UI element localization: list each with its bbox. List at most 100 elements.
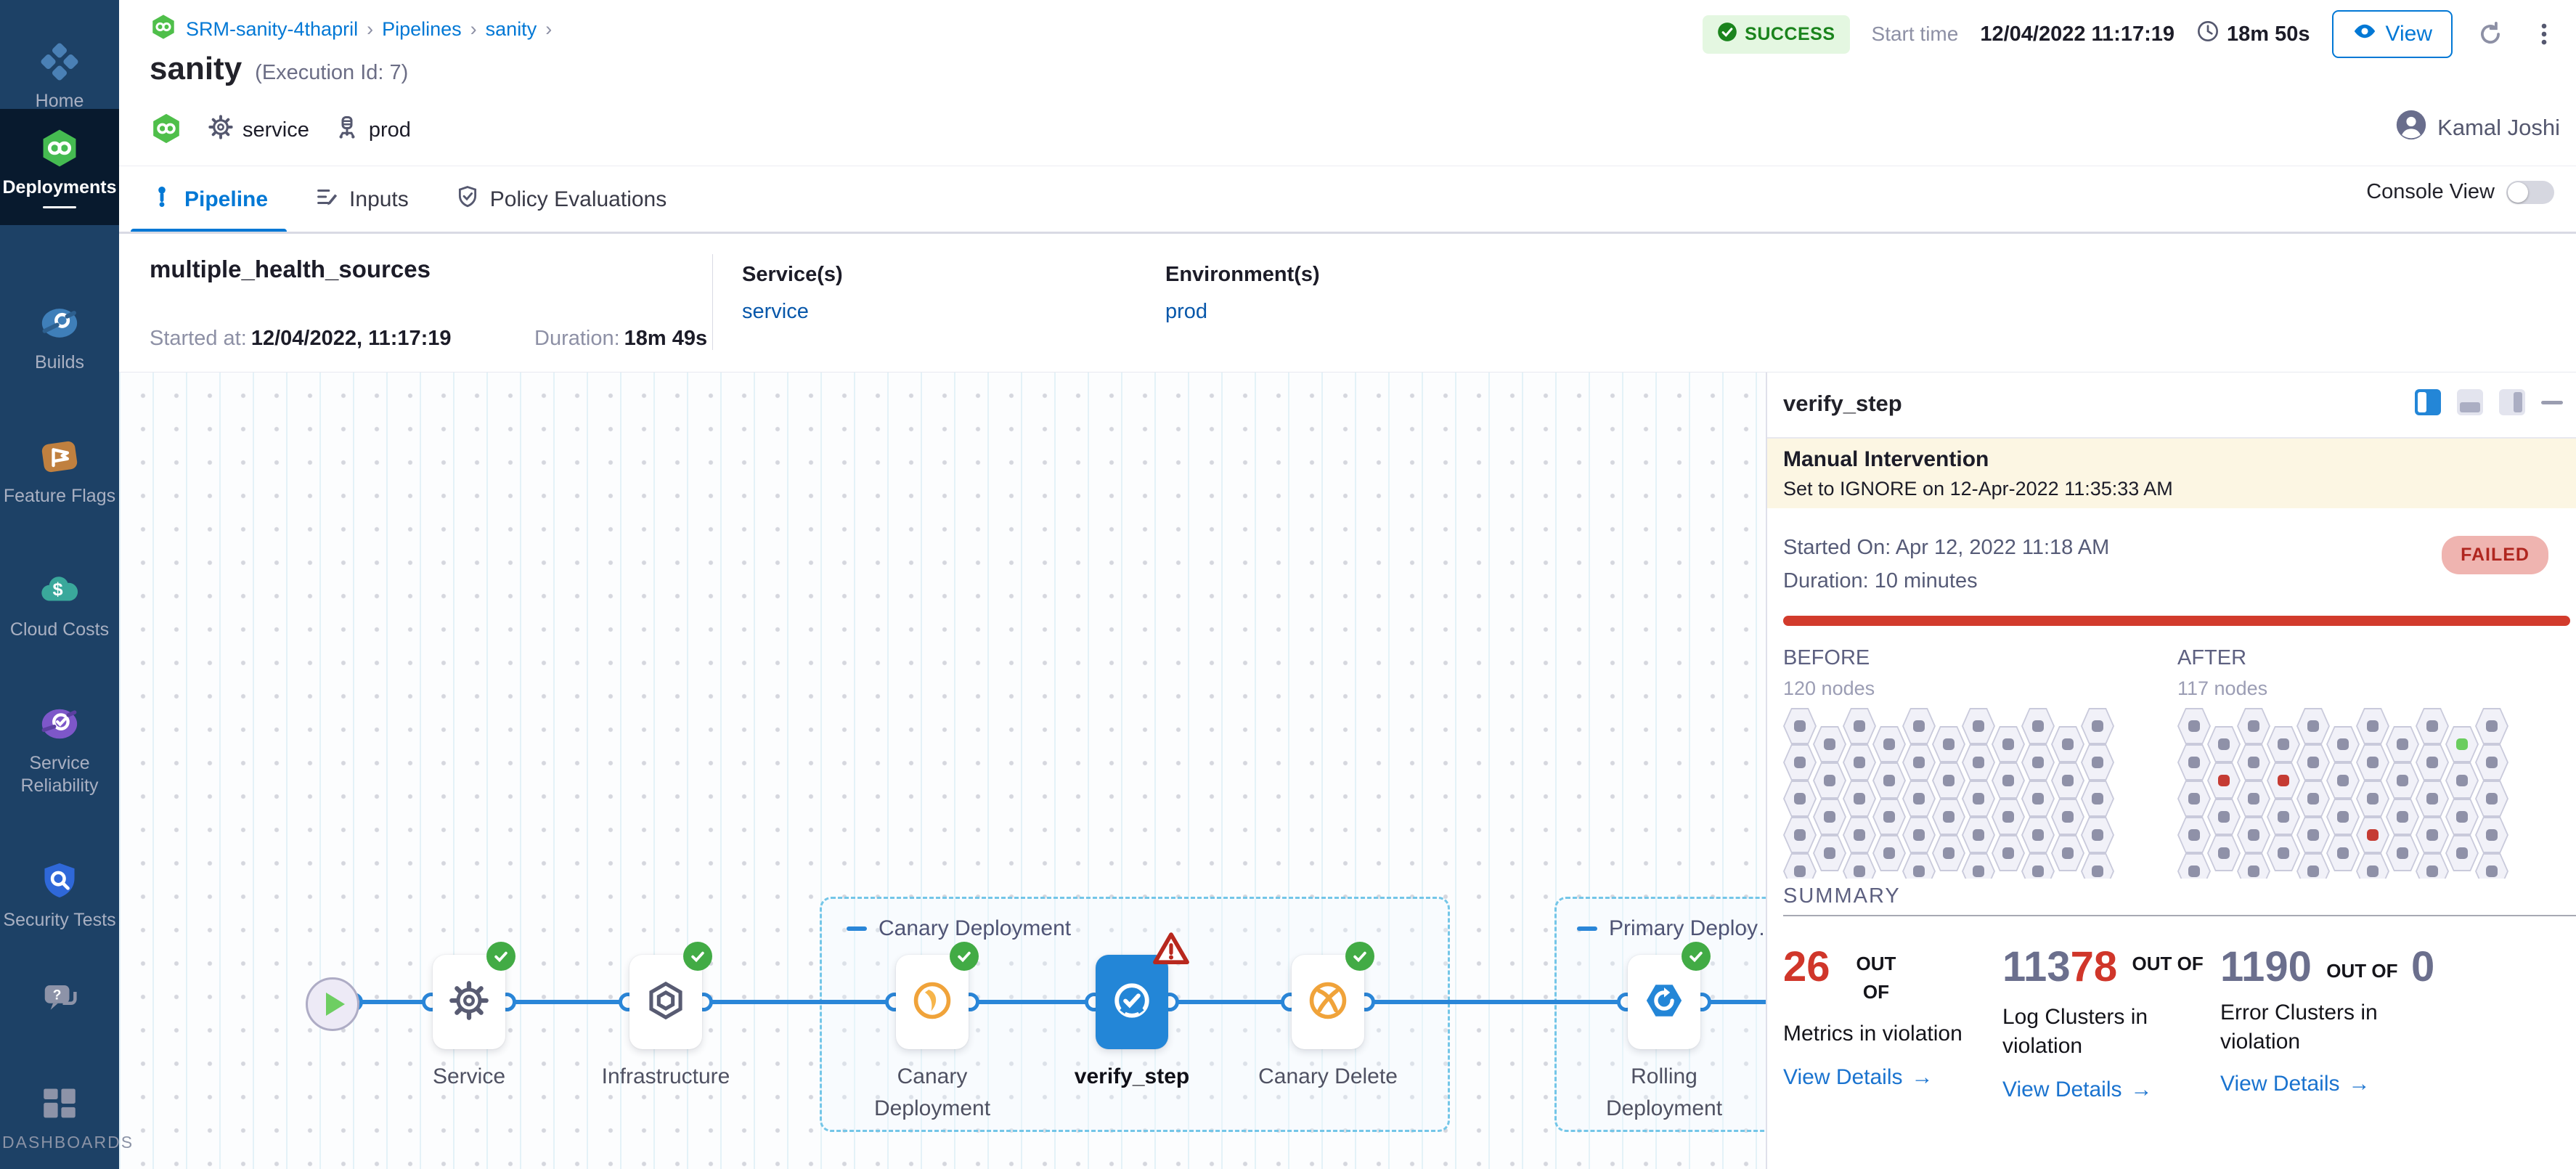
node-hexagon[interactable] bbox=[1992, 762, 2025, 799]
node-hexagon[interactable] bbox=[1813, 835, 1846, 871]
node-hexagon[interactable] bbox=[1783, 781, 1817, 817]
node-hexagon[interactable] bbox=[2386, 762, 2419, 799]
node-hexagon[interactable] bbox=[2177, 817, 2211, 853]
node-hexagon[interactable] bbox=[1992, 835, 2025, 871]
node-hexagon[interactable] bbox=[1932, 835, 1965, 871]
node-hexagon[interactable] bbox=[1902, 781, 1936, 817]
node-hexagon[interactable] bbox=[2356, 853, 2389, 879]
node-hexagon[interactable] bbox=[2177, 744, 2211, 781]
node-hexagon[interactable] bbox=[1932, 799, 1965, 835]
tab-pipeline[interactable]: Pipeline bbox=[131, 166, 288, 233]
right-view-icon[interactable] bbox=[2499, 389, 2525, 415]
environment-link[interactable]: prod bbox=[1165, 300, 1208, 323]
sidebar-item-builds[interactable]: Builds bbox=[0, 283, 119, 392]
node-hexagon[interactable] bbox=[2475, 708, 2508, 744]
node-hexagon[interactable] bbox=[2267, 762, 2300, 799]
node-hexagon[interactable] bbox=[2296, 853, 2330, 879]
node-hexagon[interactable] bbox=[1813, 726, 1846, 762]
node-hexagon[interactable] bbox=[2021, 744, 2055, 781]
node-hexagon[interactable] bbox=[2296, 744, 2330, 781]
node-hexagon[interactable] bbox=[2356, 817, 2389, 853]
node-hexagon[interactable] bbox=[2021, 817, 2055, 853]
collapse-group-icon[interactable] bbox=[1577, 926, 1597, 931]
node-hexagon[interactable] bbox=[2267, 726, 2300, 762]
service-tag[interactable]: service bbox=[208, 114, 309, 146]
node-hexagon[interactable] bbox=[1902, 853, 1936, 879]
node-hexagon[interactable] bbox=[1902, 817, 1936, 853]
node-hexagon[interactable] bbox=[1843, 744, 1876, 781]
node-hexagon[interactable] bbox=[1962, 817, 1995, 853]
node-hexagon[interactable] bbox=[2207, 835, 2241, 871]
node-hexagon[interactable] bbox=[2356, 781, 2389, 817]
node-hexagon[interactable] bbox=[2021, 853, 2055, 879]
node-hexagon[interactable] bbox=[2445, 762, 2479, 799]
node-hexagon[interactable] bbox=[1962, 781, 1995, 817]
node-hexagon[interactable] bbox=[1843, 817, 1876, 853]
collapse-panel-icon[interactable] bbox=[2541, 400, 2563, 404]
pipeline-node-canary-delete[interactable]: Canary Delete bbox=[1258, 942, 1398, 1088]
more-options-button[interactable] bbox=[2528, 18, 2560, 50]
split-view-icon[interactable] bbox=[2415, 389, 2441, 415]
node-hexagon[interactable] bbox=[2177, 708, 2211, 744]
node-hexagon[interactable] bbox=[1932, 762, 1965, 799]
bottom-view-icon[interactable] bbox=[2457, 389, 2483, 415]
triggered-by-user[interactable]: Kamal Joshi bbox=[2395, 109, 2560, 147]
node-hexagon[interactable] bbox=[1813, 799, 1846, 835]
sidebar-item-help[interactable]: ? bbox=[0, 966, 119, 1031]
pipeline-node-canary-deployment[interactable]: Canary Deployment bbox=[874, 942, 990, 1120]
pipeline-node-verify_step[interactable]: verify_step bbox=[1075, 932, 1189, 1088]
node-hexagon[interactable] bbox=[2416, 708, 2449, 744]
breadcrumb-pipeline-name[interactable]: sanity bbox=[485, 18, 537, 40]
node-hexagon[interactable] bbox=[1872, 835, 1906, 871]
node-hexagon[interactable] bbox=[1872, 799, 1906, 835]
node-hexagon[interactable] bbox=[2416, 781, 2449, 817]
node-hexagon[interactable] bbox=[1902, 708, 1936, 744]
node-hexagon[interactable] bbox=[1902, 744, 1936, 781]
node-hexagon[interactable] bbox=[2326, 799, 2360, 835]
node-hexagon[interactable] bbox=[2356, 708, 2389, 744]
view-compiled-yaml-button[interactable]: View bbox=[2331, 10, 2453, 58]
node-hexagon[interactable] bbox=[2021, 708, 2055, 744]
node-hexagon[interactable] bbox=[2207, 799, 2241, 835]
sidebar-item-feature-flags[interactable]: Feature Flags bbox=[0, 417, 119, 526]
node-hexagon[interactable] bbox=[2475, 744, 2508, 781]
node-hexagon[interactable] bbox=[2445, 835, 2479, 871]
node-hexagon[interactable] bbox=[2445, 799, 2479, 835]
console-view-toggle[interactable] bbox=[2506, 180, 2554, 204]
node-hexagon[interactable] bbox=[2237, 853, 2270, 879]
view-details-link[interactable]: View Details→ bbox=[2220, 1071, 2371, 1096]
node-hexagon[interactable] bbox=[1962, 853, 1995, 879]
node-hexagon[interactable] bbox=[2296, 708, 2330, 744]
node-hexagon[interactable] bbox=[2475, 853, 2508, 879]
sidebar-item-cloud-costs[interactable]: $Cloud Costs bbox=[0, 550, 119, 659]
tab-policy-evaluations[interactable]: Policy Evaluations bbox=[455, 166, 667, 233]
node-hexagon[interactable] bbox=[2326, 835, 2360, 871]
pipeline-node-service[interactable]: Service bbox=[433, 942, 515, 1088]
node-hexagon[interactable] bbox=[2081, 744, 2114, 781]
node-hexagon[interactable] bbox=[2416, 744, 2449, 781]
node-hexagon[interactable] bbox=[2051, 726, 2084, 762]
node-hexagon[interactable] bbox=[2296, 817, 2330, 853]
node-hexagon[interactable] bbox=[2177, 853, 2211, 879]
node-hexagon[interactable] bbox=[2267, 835, 2300, 871]
sidebar-item-dashboards[interactable]: DASHBOARDS bbox=[0, 1075, 132, 1159]
node-hexagon[interactable] bbox=[1783, 708, 1817, 744]
node-hexagon[interactable] bbox=[1932, 726, 1965, 762]
node-hexagon[interactable] bbox=[1962, 708, 1995, 744]
node-hexagon[interactable] bbox=[2416, 853, 2449, 879]
node-hexagon[interactable] bbox=[2326, 762, 2360, 799]
node-hexagon[interactable] bbox=[2051, 835, 2084, 871]
environment-tag[interactable]: prod bbox=[334, 114, 411, 146]
refresh-button[interactable] bbox=[2474, 18, 2506, 50]
node-hexagon[interactable] bbox=[1992, 799, 2025, 835]
node-hexagon[interactable] bbox=[2475, 781, 2508, 817]
node-hexagon[interactable] bbox=[1992, 726, 2025, 762]
node-hexagon[interactable] bbox=[2081, 781, 2114, 817]
node-hexagon[interactable] bbox=[1783, 853, 1817, 879]
node-hexagon[interactable] bbox=[2021, 781, 2055, 817]
breadcrumb-project[interactable]: SRM-sanity-4thapril bbox=[186, 18, 359, 40]
node-hexagon[interactable] bbox=[2356, 744, 2389, 781]
node-hexagon[interactable] bbox=[2326, 726, 2360, 762]
node-hexagon[interactable] bbox=[1843, 708, 1876, 744]
node-hexagon[interactable] bbox=[1962, 744, 1995, 781]
